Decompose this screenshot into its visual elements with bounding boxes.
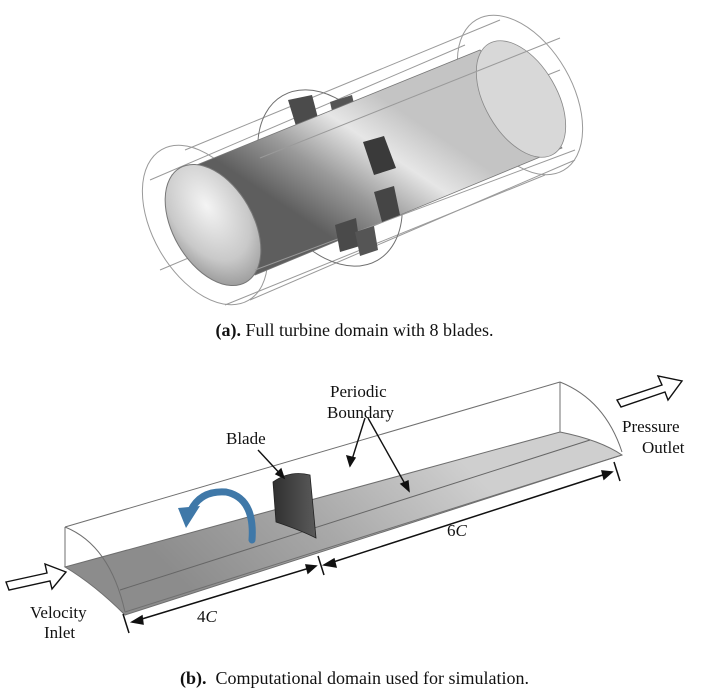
velocity-inlet-line2: Inlet: [44, 623, 75, 642]
dim-upstream-unit: C: [206, 607, 218, 626]
dim-upstream: [122, 555, 325, 634]
blade-label: Blade: [226, 429, 266, 448]
pressure-outlet-line2: Outlet: [642, 438, 685, 457]
caption-a-tag: (a).: [215, 320, 242, 340]
domain-wireframe-box: [64, 381, 623, 613]
dim-downstream: [321, 461, 621, 568]
rotation-arrowhead: [178, 506, 200, 528]
dim-downstream-number: 6: [447, 521, 456, 540]
caption-a-text: Full turbine domain with 8 blades.: [241, 320, 494, 340]
pressure-outlet-line1: Pressure: [622, 417, 680, 436]
leader-arrows: [257, 417, 410, 493]
rotation-arrow: [186, 488, 256, 544]
caption-b: (b). Computational domain used for simul…: [0, 668, 709, 689]
blade-shape: [272, 473, 317, 539]
caption-a: (a). Full turbine domain with 8 blades.: [0, 320, 709, 341]
front-blades: [335, 136, 400, 256]
caption-b-text: Computational domain used for simulation…: [206, 668, 529, 688]
dim-upstream-label: 4C: [197, 607, 218, 626]
hub-far-end: [475, 40, 567, 158]
dim-upstream-number: 4: [197, 607, 206, 626]
periodic-label-line2: Boundary: [327, 403, 395, 422]
domain-floor: [63, 431, 624, 616]
velocity-inlet-line1: Velocity: [30, 603, 87, 622]
inlet-arrow: [5, 562, 68, 591]
panel-a-turbine: [141, 14, 584, 306]
panel-b-domain: Periodic Boundary Blade Pressure Outlet …: [5, 375, 685, 642]
caption-b-tag: (b).: [180, 668, 207, 688]
periodic-label-line1: Periodic: [330, 382, 387, 401]
hub-near-end: [164, 163, 262, 287]
floor-ridge: [119, 439, 591, 591]
dim-downstream-label: 6C: [447, 521, 468, 540]
outlet-arrow: [615, 375, 684, 408]
dim-downstream-unit: C: [456, 521, 468, 540]
